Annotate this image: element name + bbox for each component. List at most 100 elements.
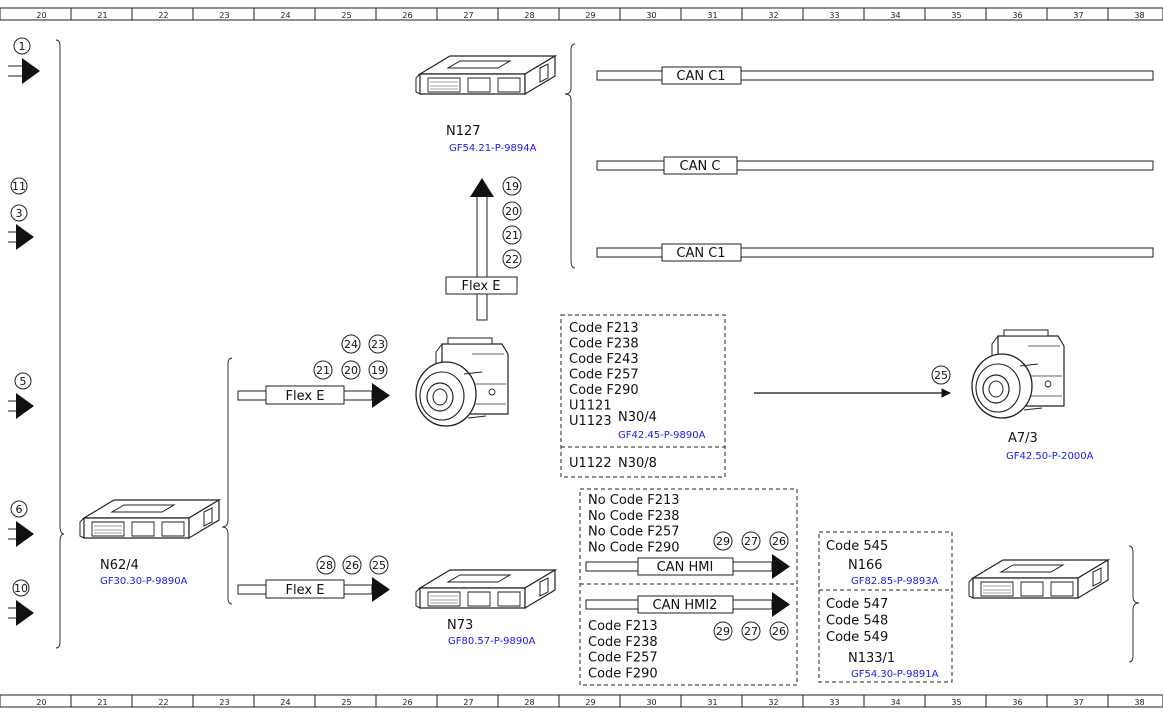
flex-e-upper-label: Flex E — [286, 389, 325, 404]
can-c-bus: CAN C — [596, 156, 1154, 175]
right-module[interactable] — [968, 559, 1109, 599]
code-line: U1123 — [569, 414, 612, 429]
ruler-mark: 29 — [585, 11, 595, 20]
ruler-mark: 20 — [36, 11, 46, 20]
flex-e-lower-bus: Flex E — [237, 577, 390, 602]
n30-4-label: N30/4 — [618, 410, 657, 425]
flex-e-upper-bus: Flex E — [237, 383, 390, 408]
pin-circle — [713, 621, 733, 641]
can-c-label: CAN C — [680, 159, 721, 174]
code-line: Code F257 — [588, 651, 658, 666]
code-line: Code F243 — [569, 352, 639, 367]
ruler-mark: 37 — [1073, 698, 1083, 707]
ruler-mark: 35 — [951, 698, 961, 707]
no-code-line: No Code F238 — [588, 509, 680, 524]
ruler-mark: 23 — [219, 11, 229, 20]
code-line: Code F290 — [588, 666, 658, 681]
flex-e-lower-label: Flex E — [286, 583, 325, 598]
pin-label: 26 — [772, 535, 786, 548]
pin-label: 23 — [371, 338, 385, 351]
pin-label: 20 — [344, 364, 358, 377]
ruler-mark: 33 — [829, 11, 839, 20]
code-line: Code 548 — [826, 614, 888, 629]
ruler-mark: 32 — [768, 698, 778, 707]
n166-code: Code 545 — [826, 539, 888, 554]
n73-module[interactable]: N73 GF80.57-P-9890A — [415, 569, 556, 647]
pin-label: 26 — [772, 625, 786, 638]
n133-1-ref[interactable]: GF54.30-P-9891A — [851, 669, 939, 680]
left-connectors: 1 11 3 5 6 10 — [8, 37, 40, 626]
code-line: Code F290 — [569, 383, 639, 398]
no-code-line: No Code F290 — [588, 540, 680, 555]
ruler-mark: 36 — [1012, 698, 1022, 707]
ruler-mark: 33 — [829, 698, 839, 707]
ruler-mark: 28 — [524, 11, 534, 20]
connector-11-label: 11 — [12, 180, 26, 193]
n73-ref[interactable]: GF80.57-P-9890A — [448, 636, 536, 647]
pin-label: 20 — [505, 205, 519, 218]
ruler-mark: 21 — [97, 698, 107, 707]
pin-circle — [342, 555, 362, 575]
connector-5-label: 5 — [20, 375, 27, 388]
code-line: U1121 — [569, 399, 612, 414]
n62-4-ref[interactable]: GF30.30-P-9890A — [100, 576, 188, 587]
pin-circle — [713, 531, 733, 551]
ruler-mark: 22 — [158, 698, 168, 707]
ruler-mark: 28 — [524, 698, 534, 707]
can-c1-top-label: CAN C1 — [676, 69, 725, 84]
pin-circle — [502, 249, 522, 269]
pin-circle — [369, 555, 389, 575]
pin-label: 21 — [505, 229, 519, 242]
code-line: Code 547 — [826, 597, 888, 612]
pin-circle — [769, 531, 789, 551]
arrow-right-icon — [16, 393, 34, 419]
pin-circle — [502, 176, 522, 196]
pin-label: 27 — [744, 535, 758, 548]
code-line: Code F213 — [588, 619, 658, 634]
n30-4-ref[interactable]: GF42.45-P-9890A — [618, 430, 706, 441]
pin-circle — [341, 334, 361, 354]
pin-label: 29 — [716, 535, 730, 548]
can-c1-bottom-label: CAN C1 — [676, 246, 725, 261]
ruler-mark: 29 — [585, 698, 595, 707]
n30-8-code: U1122 — [569, 456, 612, 471]
n166-n133-code-box: Code 545 N166 GF82.85-P-9893A Code 547Co… — [818, 531, 953, 683]
n62-4-module[interactable]: N62/4 GF30.30-P-9890A — [79, 499, 220, 587]
can-hmi-bus: CAN HMI — [585, 554, 790, 579]
ruler-mark: 26 — [402, 11, 412, 20]
pin-25-label: 25 — [934, 369, 948, 382]
n166-ref[interactable]: GF82.85-P-9893A — [851, 576, 939, 587]
arrow-up-icon — [470, 178, 494, 197]
pin-circle — [368, 360, 388, 380]
arrow-right-icon — [772, 592, 790, 617]
pin-circle — [316, 555, 336, 575]
n127-ref[interactable]: GF54.21-P-9894A — [449, 143, 537, 154]
n127-label: N127 — [446, 124, 481, 139]
a7-3-ref[interactable]: GF42.50-P-2000A — [1006, 451, 1094, 462]
ruler-mark: 38 — [1134, 11, 1144, 20]
pin-label: 29 — [716, 625, 730, 638]
arrow-right-icon — [772, 554, 790, 579]
n30-4-camera[interactable] — [415, 337, 509, 427]
can-c1-bottom-bus: CAN C1 — [596, 243, 1154, 262]
ruler-mark: 35 — [951, 11, 961, 20]
pin-circle — [313, 360, 333, 380]
ruler-mark: 25 — [341, 698, 351, 707]
n73-label: N73 — [447, 618, 473, 633]
a7-3-label: A7/3 — [1008, 431, 1038, 446]
pin-circle — [741, 531, 761, 551]
a7-3-camera[interactable]: A7/3 GF42.50-P-2000A — [971, 329, 1094, 462]
n30-8-label: N30/8 — [618, 456, 657, 471]
hmi-pin-circles: 29 27 26 — [713, 531, 789, 551]
ruler-mark: 34 — [890, 698, 900, 707]
n166-label: N166 — [848, 558, 883, 573]
arrow-right-icon — [22, 58, 40, 84]
code-line: Code F238 — [588, 635, 658, 650]
n127-module[interactable]: N127 GF54.21-P-9894A — [415, 55, 556, 154]
